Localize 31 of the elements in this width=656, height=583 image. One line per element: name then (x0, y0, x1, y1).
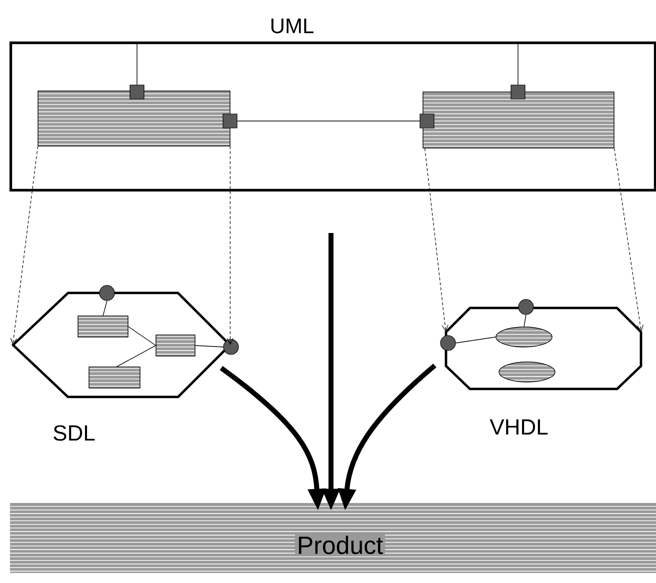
port-circle (518, 299, 534, 315)
ellipse-shape (496, 326, 552, 348)
process-box (88, 366, 140, 388)
class-box (422, 92, 614, 148)
ellipse-shape (498, 362, 556, 382)
connector-line (236, 120, 420, 122)
dashed-arrow (10, 146, 38, 345)
connector-line (116, 345, 156, 368)
port-square (510, 84, 526, 100)
connector-line (524, 314, 526, 328)
port-circle (99, 285, 115, 301)
shape-label: UML (271, 18, 314, 34)
shape-label: VHDL (490, 419, 548, 435)
connector-line (194, 345, 224, 348)
dashed-arrow (226, 146, 234, 345)
connector-line (102, 300, 108, 316)
connector-line (128, 326, 156, 346)
bar-label: Product (294, 534, 386, 556)
port-square (130, 84, 144, 100)
process-box (156, 334, 196, 356)
shape-label: SDL (54, 425, 95, 441)
dashed-arrow (424, 148, 448, 332)
class-box (38, 90, 230, 146)
port-square (222, 114, 238, 128)
port-square (420, 114, 434, 128)
port-circle (440, 335, 456, 351)
connector-line (136, 42, 138, 86)
port-circle (223, 339, 239, 355)
process-box (78, 316, 128, 338)
dashed-arrow (614, 148, 644, 332)
connector-line (455, 336, 496, 344)
